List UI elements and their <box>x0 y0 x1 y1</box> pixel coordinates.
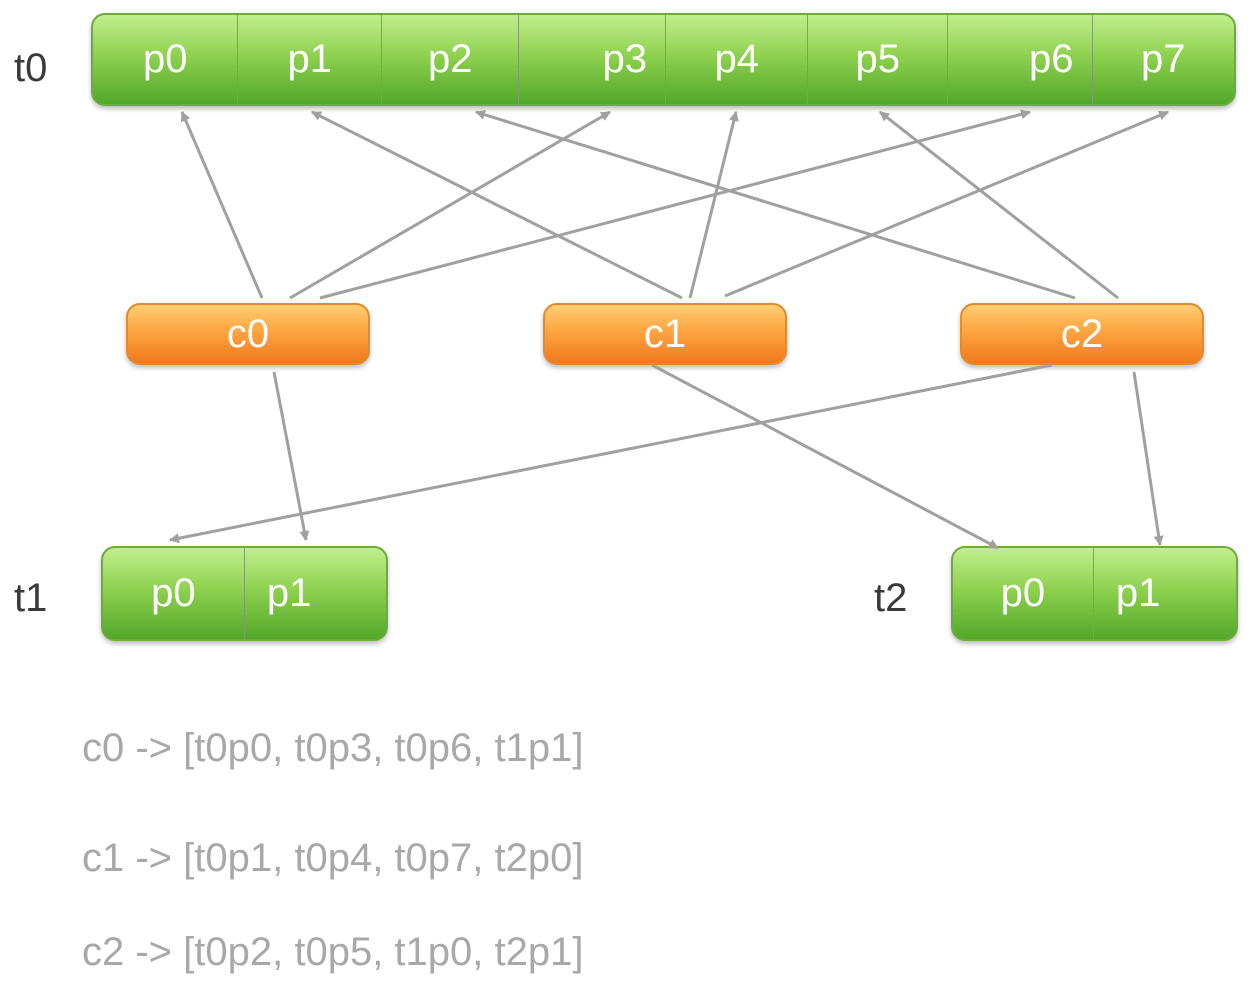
arrow-c0-t0p3 <box>289 110 611 300</box>
t0-partition-p3: p3 <box>519 15 666 104</box>
arrow-c1-t0p7 <box>724 110 1169 298</box>
t2-partition-p1: p1 <box>1115 571 1161 615</box>
arrow-c2-t0p5 <box>879 110 1119 300</box>
arrow-c0-t1p1 <box>272 371 310 541</box>
arrow-c0-t0p0 <box>180 111 264 299</box>
arrow-c1-t0p4 <box>688 111 739 299</box>
consumer-c0: c0 <box>126 303 370 365</box>
topic-t0-partitions: p0 p1 p2 p3 p4 p5 p6 p7 <box>91 13 1236 106</box>
topic-t1-partitions: p0 p1 <box>101 546 388 641</box>
t2-partition-p0: p0 <box>953 548 1094 639</box>
topic-label-t0: t0 <box>14 46 48 90</box>
assignment-c0: c0 -> [t0p0, t0p3, t0p6, t1p1] <box>82 726 584 770</box>
t1-partition-p0: p0 <box>103 548 245 639</box>
t0-partition-p1: p1 <box>238 15 382 104</box>
arrow-c2-t0p2 <box>475 109 1076 300</box>
topic-label-t2: t2 <box>874 576 908 620</box>
assignment-c2: c2 -> [t0p2, t0p5, t1p0, t2p1] <box>82 930 584 974</box>
t0-partition-p7: p7 <box>1141 37 1186 81</box>
t0-partition-p2: p2 <box>382 15 520 104</box>
topic-label-t1: t1 <box>14 576 48 620</box>
t0-partition-p4: p4 <box>666 15 809 104</box>
t0-partition-p0: p0 <box>93 15 239 104</box>
t0-partition-p5: p5 <box>808 15 948 104</box>
arrow-c1-t2p0 <box>651 363 999 550</box>
arrow-c2-t2p1 <box>1132 371 1164 546</box>
assignment-c1: c1 -> [t0p1, t0p4, t0p7, t2p0] <box>82 836 584 880</box>
t1-partition-p1: p1 <box>266 571 312 615</box>
topic-t2-partitions: p0 p1 <box>951 546 1238 641</box>
arrow-c1-t0p1 <box>311 110 683 300</box>
consumer-c1: c1 <box>543 303 787 365</box>
t0-partition-p6: p6 <box>948 15 1093 104</box>
consumer-c2: c2 <box>960 303 1204 365</box>
arrow-c0-t0p6 <box>319 109 1031 300</box>
arrow-c2-t1p0 <box>169 363 1053 544</box>
